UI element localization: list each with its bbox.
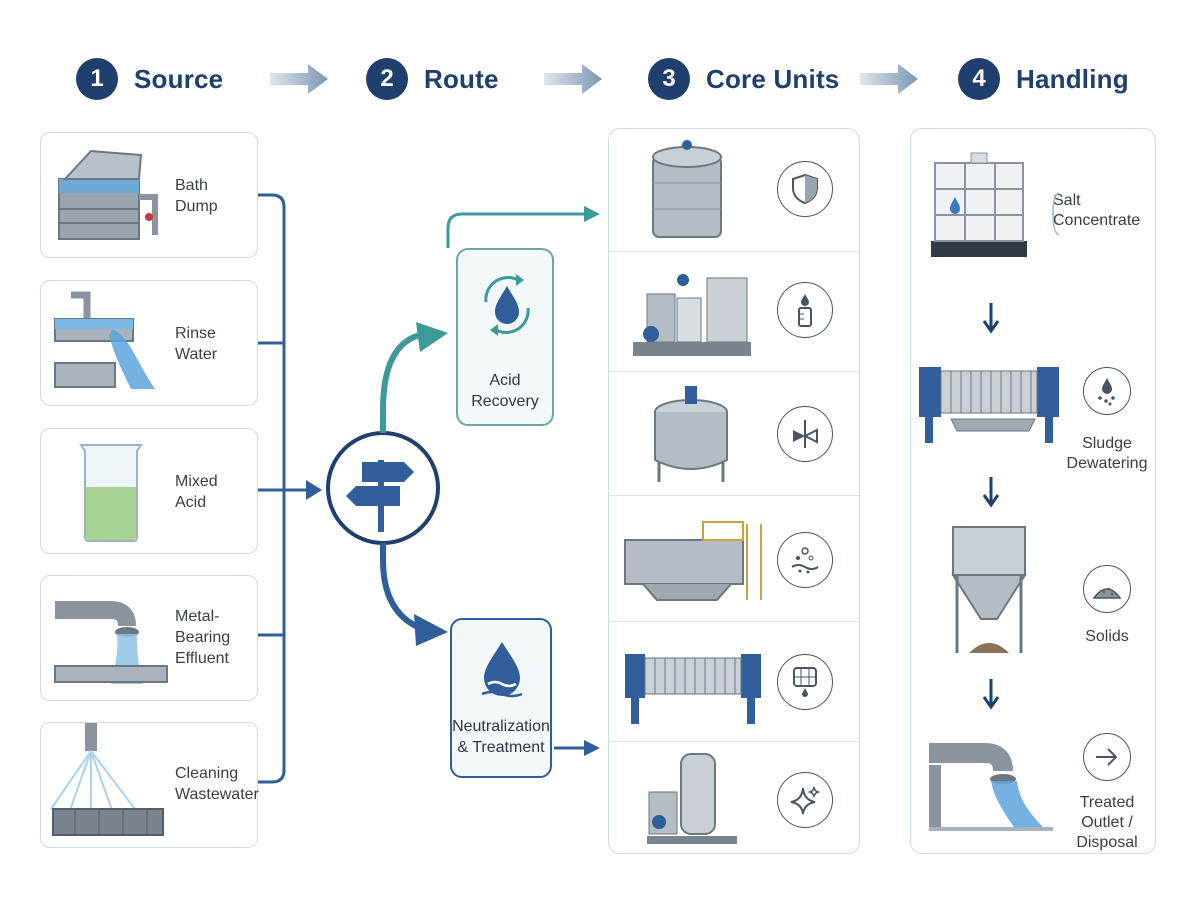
- step-handling: 4 Handling: [958, 56, 1129, 102]
- skid-unit-icon: [633, 274, 751, 356]
- core-unit-icon: [777, 532, 833, 588]
- step-title: Route: [424, 63, 499, 94]
- particles-icon: [791, 547, 819, 574]
- solids-hopper-icon: [951, 526, 1027, 653]
- handling-label-line: Treated: [1079, 794, 1135, 811]
- polishing-unit-icon: [647, 753, 737, 844]
- reactor-vessel-icon: [654, 386, 728, 482]
- source-label-line: Metal-: [175, 608, 220, 625]
- source-label-line: Rinse: [175, 325, 216, 342]
- step-core-units: 3 Core Units: [648, 56, 839, 102]
- handling-label-line: Outlet /: [1081, 814, 1133, 831]
- step-source: 1 Source: [76, 56, 223, 102]
- handling-label-solids: Solids: [1057, 627, 1157, 647]
- step-arrow-icon: [270, 64, 328, 94]
- down-arrow-icon: [982, 303, 1000, 334]
- source-card-bath-dump: Bath Dump: [40, 132, 258, 258]
- bath-tank-icon: [58, 149, 158, 240]
- step-title: Source: [134, 63, 224, 94]
- arrow-right-icon: [1096, 748, 1118, 766]
- step-title: Core Units: [706, 63, 840, 94]
- source-card-mixed-acid: Mixed Acid: [40, 428, 258, 554]
- test-tube-icon: [798, 294, 812, 327]
- core-unit-row: [609, 371, 859, 495]
- handling-icon: [1083, 565, 1131, 613]
- filter-icon: [793, 667, 817, 697]
- step-title: Handling: [1016, 63, 1129, 94]
- down-arrow-icon: [982, 679, 1000, 710]
- source-label-line: Cleaning: [175, 765, 239, 782]
- ibc-tote-icon: [931, 152, 1027, 257]
- core-unit-icon: [777, 161, 833, 217]
- route-label-line: & Treatment: [457, 739, 545, 756]
- step-number: 4: [958, 58, 1000, 100]
- core-units-panel: [608, 128, 860, 854]
- source-label-line: Acid: [175, 494, 207, 511]
- step-arrow-icon: [860, 64, 918, 94]
- handling-panel: Salt Concentrate: [910, 128, 1156, 854]
- source-card-metal-effluent: Metal- Bearing Effluent: [40, 575, 258, 701]
- handling-label-salt: Salt Concentrate: [1053, 191, 1153, 231]
- handling-icon: [1083, 733, 1131, 781]
- recycle-drop-icon: [484, 274, 530, 336]
- handling-label-line: Disposal: [1076, 834, 1138, 851]
- handling-label-line: Solids: [1085, 628, 1129, 645]
- route-label-line: Recovery: [471, 393, 539, 410]
- handling-label-line: Salt: [1053, 192, 1081, 209]
- core-unit-icon: [777, 772, 833, 828]
- handling-icon: [1083, 367, 1131, 415]
- sludge-press-icon: [919, 367, 1059, 443]
- effluent-pipe-icon: [54, 601, 168, 684]
- step-number: 2: [366, 58, 408, 100]
- step-number: 3: [648, 58, 690, 100]
- source-card-cleaning-wastewater: Cleaning Wastewater: [40, 722, 259, 848]
- drop-particles-icon: [1098, 378, 1115, 406]
- core-unit-row: [609, 621, 859, 741]
- handling-label-line: Concentrate: [1053, 212, 1141, 229]
- source-label-line: Dump: [175, 198, 218, 215]
- outlet-pipe-icon: [929, 743, 1053, 831]
- source-label-line: Bath: [175, 177, 208, 194]
- shield-icon: [792, 173, 818, 205]
- source-card-rinse-water: Rinse Water: [40, 280, 258, 406]
- bracket-icon: [1052, 192, 1060, 236]
- source-label-line: Mixed: [175, 473, 218, 490]
- core-unit-icon: [777, 654, 833, 710]
- handling-label-treated: Treated Outlet / Disposal: [1057, 793, 1157, 853]
- storage-tank-icon: [652, 140, 722, 238]
- step-number: 1: [76, 58, 118, 100]
- rinse-channel-icon: [54, 291, 155, 389]
- route-neutralization-treatment: Neutralization & Treatment: [450, 618, 552, 778]
- down-arrow-icon: [982, 477, 1000, 508]
- mixer-icon: [793, 420, 818, 448]
- core-unit-row: [609, 741, 859, 855]
- settling-tank-icon: [624, 521, 762, 601]
- step-route: 2 Route: [366, 56, 499, 102]
- sparkle-icon: [790, 786, 821, 815]
- source-label-line: Bearing: [175, 629, 231, 646]
- route-label-line: Acid: [489, 372, 521, 389]
- spray-nozzle-icon: [50, 723, 164, 836]
- handling-label-line: Dewatering: [1066, 455, 1148, 472]
- core-unit-icon: [777, 406, 833, 462]
- core-unit-row: [609, 495, 859, 621]
- source-label-line: Effluent: [175, 650, 229, 667]
- step-arrow-icon: [544, 64, 602, 94]
- core-unit-icon: [777, 282, 833, 338]
- beaker-icon: [79, 444, 143, 542]
- route-label-line: Neutralization: [452, 718, 550, 735]
- handling-label-line: Sludge: [1082, 435, 1132, 452]
- source-label-line: Water: [175, 346, 218, 363]
- core-unit-row: [609, 251, 859, 371]
- core-unit-row: [609, 129, 859, 251]
- pile-icon: [1092, 587, 1122, 599]
- handling-label-sludge: Sludge Dewatering: [1057, 434, 1157, 474]
- route-acid-recovery: Acid Recovery: [456, 248, 554, 426]
- water-drop-icon: [481, 642, 523, 698]
- source-label-line: Wastewater: [175, 786, 259, 803]
- filter-press-icon: [625, 654, 761, 724]
